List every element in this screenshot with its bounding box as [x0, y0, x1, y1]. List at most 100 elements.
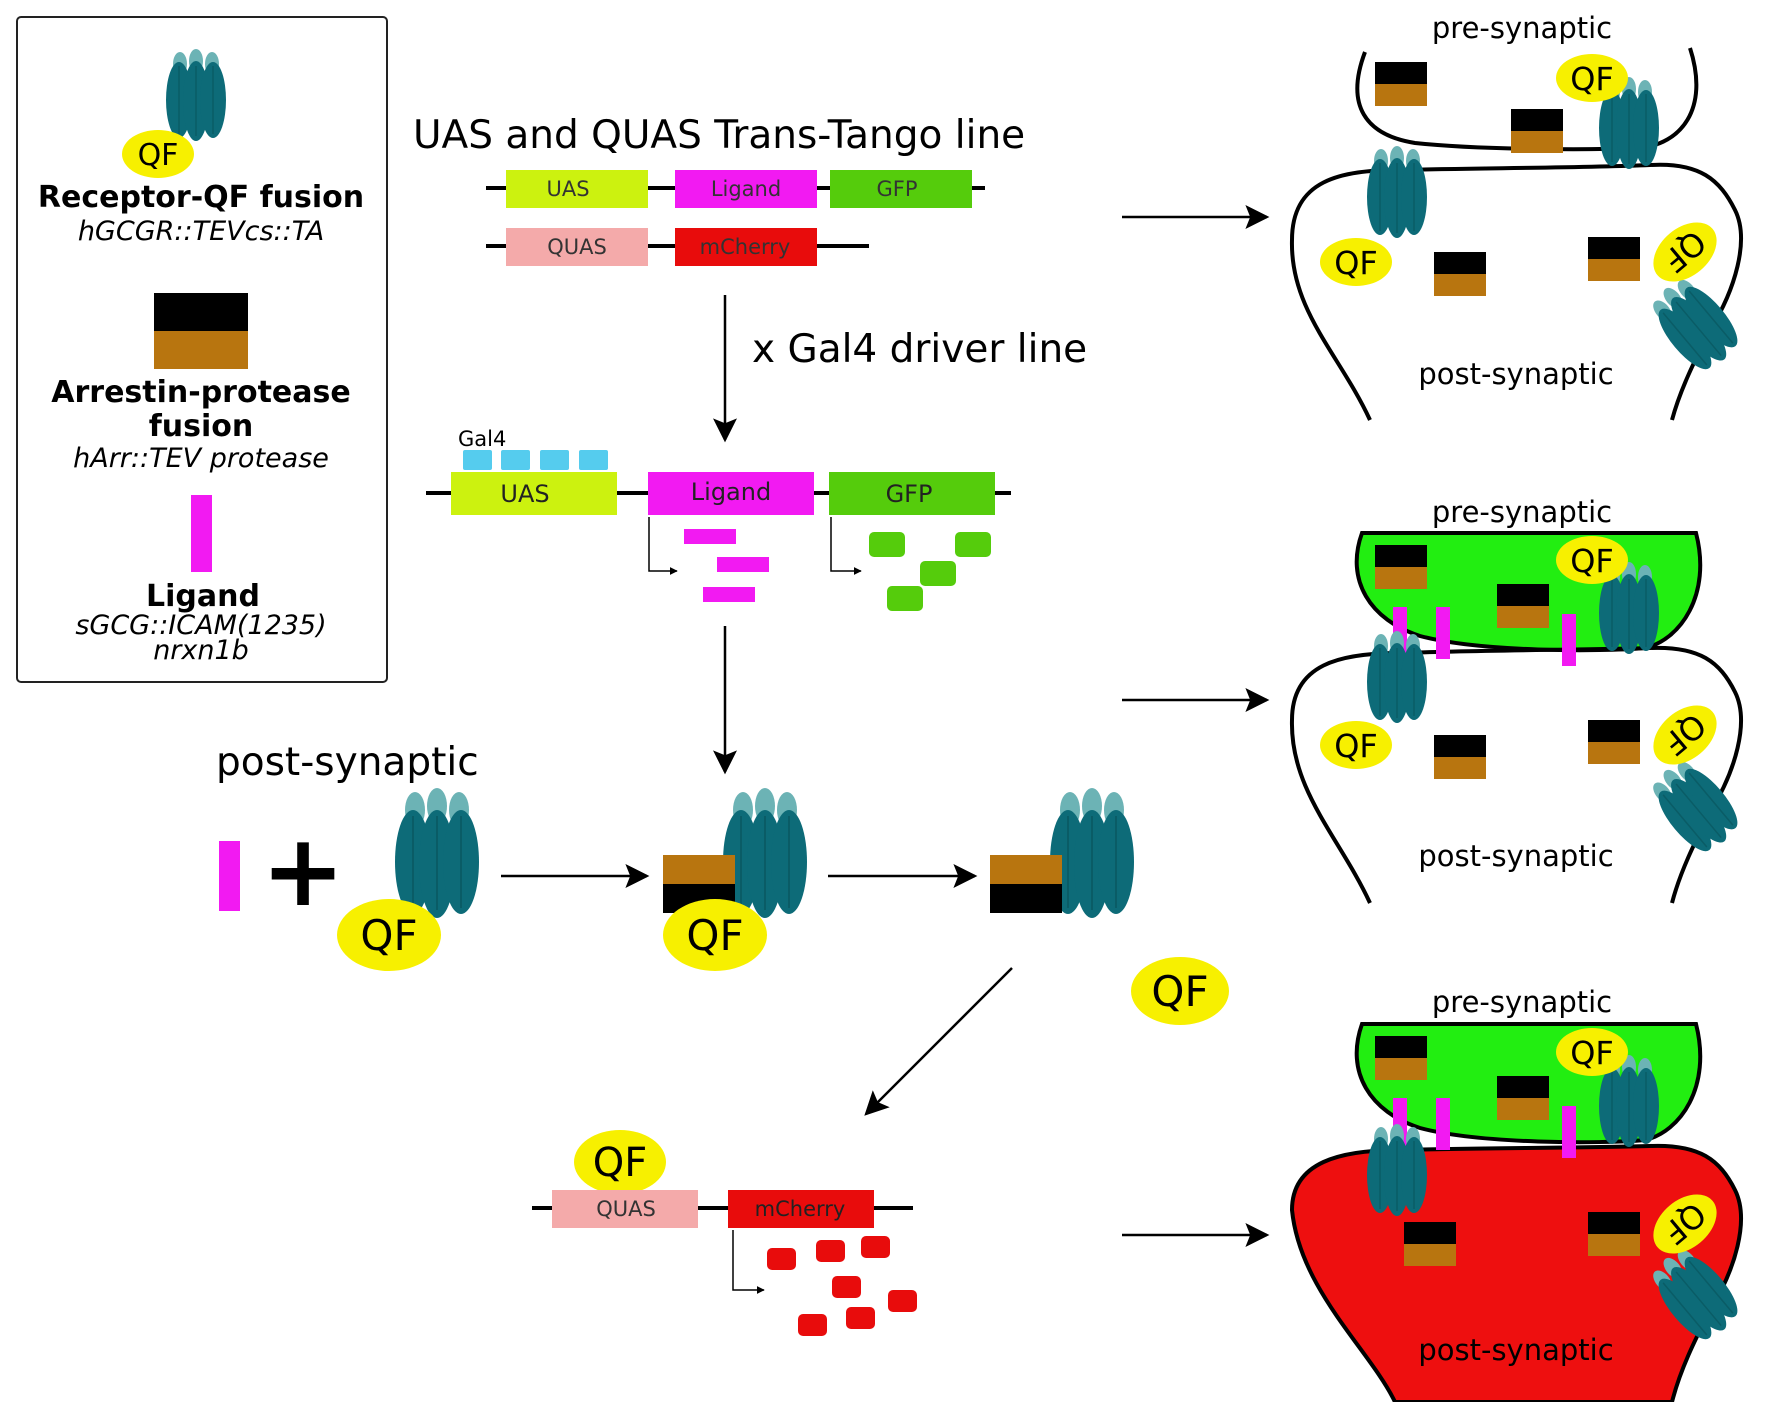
activated-uas — [451, 472, 617, 515]
mcherry-protein — [861, 1236, 890, 1258]
synapse-2-post-receptor — [1366, 630, 1428, 724]
legend-ligand-subtitle-2: nrxn1b — [153, 635, 249, 666]
ligand-transcription-arrow — [648, 517, 678, 575]
synapse-2-flipped-qf — [1653, 705, 1717, 765]
qf-badge-2-text: QF — [686, 911, 743, 960]
activated-gfp-label: GFP — [886, 480, 933, 508]
synapse-1-pre-label: pre-synaptic — [1432, 11, 1612, 45]
synapse-1-post-terminal — [1289, 162, 1743, 421]
activated-ligand — [648, 472, 814, 515]
mechanism: post-synaptic + QF QF QF — [216, 740, 1229, 1116]
synapse-2-post-qf — [1320, 721, 1392, 769]
synapse-1-pre-qf-text: QF — [1570, 60, 1614, 98]
constructs-heading: UAS and QUAS Trans-Tango line — [413, 113, 1025, 158]
synapse-3-post-label: post-synaptic — [1418, 1333, 1613, 1367]
synapse-1-post-label: post-synaptic — [1418, 357, 1613, 391]
synapse-1: pre-synaptic QF QF QF post-synaptic — [1289, 11, 1749, 421]
mechanism-title: post-synaptic — [216, 740, 479, 785]
mcherry-protein — [846, 1307, 875, 1329]
mcherry-protein — [888, 1290, 917, 1312]
construct-quas — [506, 228, 648, 266]
qf-free-text: QF — [1151, 967, 1208, 1016]
gfp-protein — [869, 532, 905, 557]
legend-arrestin-title-2: fusion — [149, 409, 254, 444]
arrow-to-nucleus — [864, 967, 1013, 1116]
construct-gfp — [830, 170, 972, 208]
readout-mcherry — [728, 1190, 874, 1228]
qf-badge-2 — [663, 899, 767, 971]
synapse-2-pre-qf-text: QF — [1570, 542, 1614, 580]
synapse-1-pre-qf — [1556, 54, 1628, 102]
gal4-box-3 — [540, 450, 569, 470]
mcherry-protein — [816, 1240, 845, 1262]
activated-construct: Gal4 UAS Ligand GFP — [426, 427, 1011, 611]
construct-uas-label: UAS — [546, 177, 589, 201]
legend-qf-text: QF — [138, 138, 179, 173]
activated-gfp — [829, 472, 995, 515]
mcherry-protein — [798, 1314, 827, 1336]
ligand-protein — [684, 529, 736, 544]
ligand-protein — [717, 557, 769, 572]
synapse-3-pre-label: pre-synaptic — [1432, 985, 1612, 1019]
activated-uas-label: UAS — [500, 480, 549, 508]
synapse-2-pre-label: pre-synaptic — [1432, 495, 1612, 529]
readout-qf-text: QF — [593, 1140, 648, 1186]
gal4-box-1 — [463, 450, 492, 470]
gfp-protein — [887, 586, 923, 611]
legend-ligand-icon — [191, 495, 212, 572]
activated-ligand-label: Ligand — [691, 478, 771, 506]
gfp-protein — [920, 561, 956, 586]
ligand-protein — [703, 587, 755, 602]
mechanism-receptor-2 — [722, 787, 808, 919]
construct-mcherry-label: mCherry — [700, 235, 791, 259]
legend-arrestin-icon-bottom — [154, 331, 248, 369]
readout-qf — [574, 1130, 666, 1194]
synapse-2-post-qf-text: QF — [1334, 727, 1378, 765]
legend-arrestin-title-1: Arrestin-protease — [51, 375, 350, 410]
legend-ligand-subtitle-1: sGCG::ICAM(1235) — [75, 610, 326, 641]
mcherry-transcription-arrow — [732, 1230, 765, 1294]
construct-ligand-label: Ligand — [711, 177, 781, 201]
qf-badge-1 — [337, 899, 441, 971]
mcherry-protein — [767, 1248, 796, 1270]
construct-quas-label: QUAS — [547, 235, 607, 259]
gal4-label: Gal4 — [458, 427, 506, 451]
mechanism-ligand — [219, 841, 240, 911]
transgene-constructs: UAS and QUAS Trans-Tango line UAS Ligand… — [413, 113, 1025, 266]
plus-sign: + — [261, 812, 345, 929]
readout-quas — [552, 1190, 698, 1228]
synapse-2-pre-qf — [1556, 536, 1628, 584]
arrestin-released-bottom — [990, 855, 1062, 884]
construct-ligand — [675, 170, 817, 208]
legend-arrestin-icon-top — [154, 293, 248, 331]
synapse-3-flipped-qf — [1653, 1194, 1717, 1254]
mechanism-receptor-1 — [394, 787, 480, 919]
legend-receptor-title: Receptor-QF fusion — [38, 180, 364, 215]
legend-receptor-icon — [165, 48, 227, 142]
qf-free — [1131, 957, 1229, 1025]
synapse-3: pre-synaptic QF QF post-synaptic — [1289, 985, 1749, 1402]
qf-badge-1-text: QF — [360, 911, 417, 960]
gfp-protein — [955, 532, 991, 557]
readout-quas-label: QUAS — [596, 1197, 656, 1221]
readout: QF QUAS mCherry — [532, 1130, 917, 1336]
synapse-3-post-receptor — [1366, 1123, 1428, 1217]
legend-ligand-title: Ligand — [146, 579, 260, 614]
synapse-1-post-qf — [1320, 238, 1392, 286]
construct-gfp-label: GFP — [876, 177, 917, 201]
legend-receptor-subtitle: hGCGR::TEVcs::TA — [78, 216, 324, 247]
gal4-box-4 — [579, 450, 608, 470]
cross-label: x Gal4 driver line — [752, 327, 1087, 372]
synapse-3-pre-qf — [1556, 1028, 1628, 1076]
synapse-2: pre-synaptic QF QF QF post-synaptic — [1289, 495, 1749, 904]
gal4-box-2 — [501, 450, 530, 470]
legend-qf-badge — [122, 130, 194, 178]
legend-arrestin-subtitle: hArr::TEV protease — [73, 443, 329, 474]
mechanism-receptor-3 — [1049, 787, 1135, 919]
arrestin-bound-bottom — [663, 855, 735, 884]
synapse-2-post-label: post-synaptic — [1418, 839, 1613, 873]
arrestin-released-top — [990, 884, 1062, 913]
mcherry-protein — [832, 1276, 861, 1298]
synapse-3-pre-qf-text: QF — [1570, 1034, 1614, 1072]
